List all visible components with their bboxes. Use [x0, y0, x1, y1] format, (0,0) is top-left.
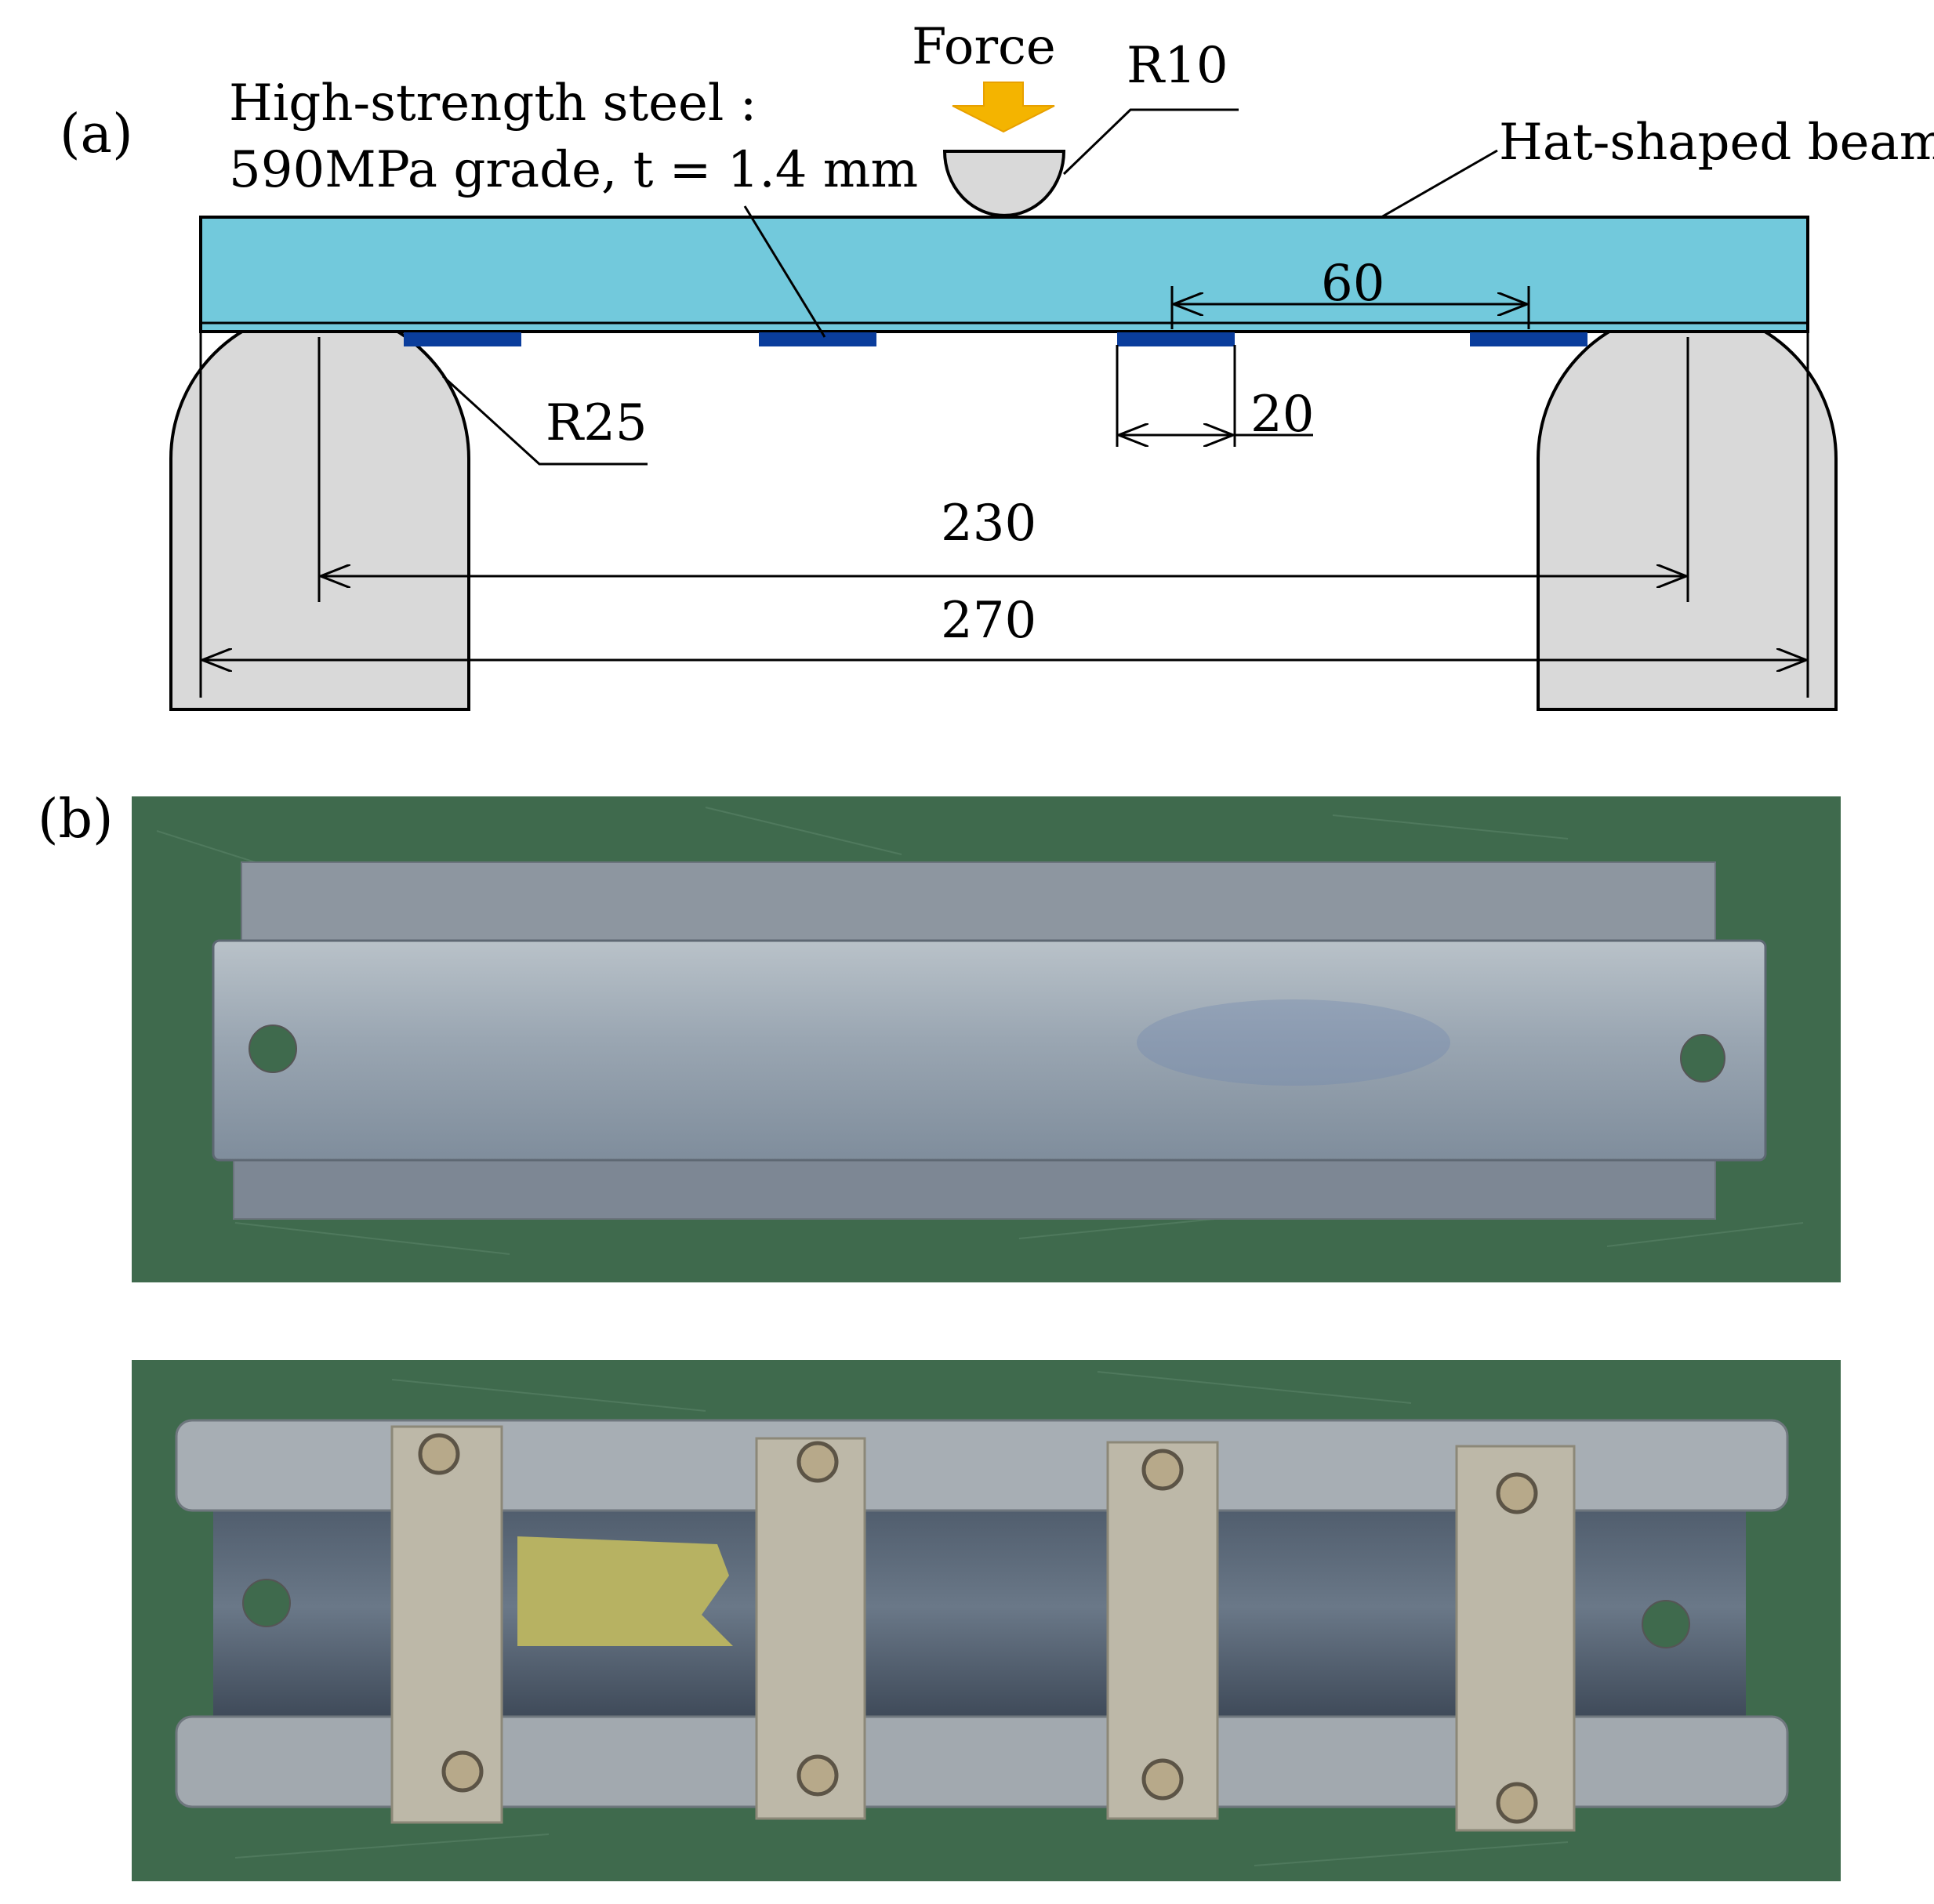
bolt-4b [1496, 1782, 1538, 1824]
top-beam-web [212, 939, 1767, 1162]
plate-2 [759, 332, 876, 346]
photo-top [132, 796, 1841, 1282]
bolt-1b [441, 1750, 484, 1793]
force-label: Force [912, 18, 1056, 76]
dim-60-label: 60 [1321, 255, 1385, 313]
top-beam-hole-left [249, 1025, 297, 1073]
beam-leader [1381, 149, 1498, 219]
force-arrow-icon [952, 82, 1055, 133]
beam-label: Hat-shaped beam [1499, 114, 1934, 172]
r10-leader [1062, 108, 1239, 176]
bolted-plate-3 [1106, 1441, 1219, 1820]
bolt-1a [418, 1433, 460, 1475]
top-beam-discoloration [1137, 999, 1450, 1086]
bottom-beam-hole-right [1642, 1600, 1690, 1648]
material-leader [743, 205, 826, 338]
panel-b-label: (b) [38, 789, 114, 850]
plate-3 [1117, 332, 1235, 346]
r25-label: R25 [546, 394, 648, 452]
photo-bottom [132, 1360, 1841, 1881]
bolt-3a [1141, 1449, 1184, 1491]
bolt-3b [1141, 1758, 1184, 1801]
photo-bottom-mat-texture [234, 1371, 1569, 1866]
r25-leader [441, 375, 648, 466]
material-line-2: 590MPa grade, t = 1.4 mm [229, 141, 919, 199]
r10-label: R10 [1127, 37, 1228, 95]
plate-1 [404, 332, 521, 346]
indenter [942, 150, 1066, 217]
dim-230-label: 230 [941, 495, 1037, 553]
bolt-2a [796, 1441, 839, 1483]
top-beam-upper-flange [241, 861, 1716, 949]
bolt-2b [796, 1754, 839, 1797]
dim-270-label: 270 [941, 592, 1037, 650]
top-beam-lower-flange [233, 1151, 1716, 1220]
bottom-beam-upper-flange [175, 1419, 1789, 1512]
bolted-plate-1 [390, 1425, 503, 1824]
bottom-beam-hole-left [242, 1579, 291, 1627]
panel-a-label: (a) [60, 103, 133, 165]
material-line-1: High-strength steel : [229, 74, 757, 132]
bolt-4a [1496, 1472, 1538, 1514]
bolts [418, 1433, 1538, 1824]
yellow-tape [517, 1536, 733, 1646]
bottom-beam-lower-flange [175, 1715, 1789, 1808]
hat-shaped-beam [199, 216, 1809, 333]
panel-a-diagram [169, 82, 1838, 711]
top-beam-hole-right [1680, 1034, 1725, 1083]
plate-4 [1470, 332, 1587, 346]
bolted-plate-2 [755, 1437, 866, 1820]
dim-20-label: 20 [1250, 386, 1315, 444]
